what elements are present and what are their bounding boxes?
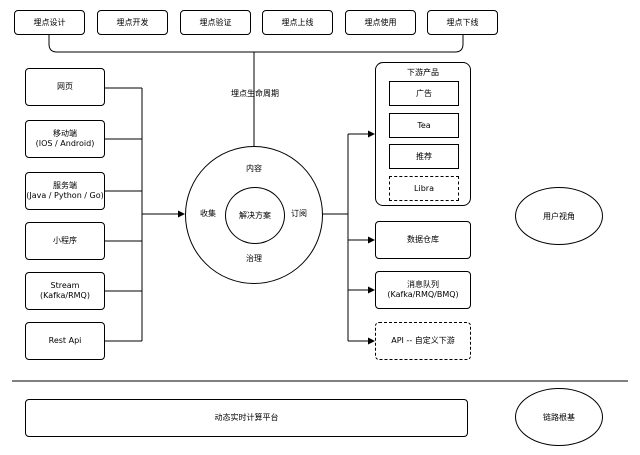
- source-server: 服务端 (Java / Python / Go): [25, 172, 105, 210]
- lifecycle-step-launch: 埋点上线: [262, 10, 333, 35]
- product-recommend: 推荐: [389, 144, 459, 169]
- lifecycle-step-verify: 埋点验证: [180, 10, 251, 35]
- lifecycle-label: 埋点生命周期: [231, 89, 279, 98]
- wheel-govern: 治理: [246, 254, 262, 263]
- product-ads: 广告: [389, 81, 459, 106]
- lifecycle-step-develop: 埋点开发: [97, 10, 168, 35]
- source-rest-api: Rest Api: [25, 322, 105, 360]
- realtime-compute-platform: 动态实时计算平台: [25, 399, 468, 437]
- product-tea: Tea: [389, 113, 459, 138]
- link-root-ellipse: 链路根基: [515, 388, 603, 446]
- wheel-collect: 收集: [200, 209, 216, 218]
- target-message-queue: 消息队列 (Kafka/RMQ/BMQ): [375, 271, 471, 309]
- wheel-subscribe: 订阅: [291, 209, 307, 218]
- source-miniprogram: 小程序: [25, 222, 105, 260]
- target-custom-api: API -- 自定义下游: [375, 322, 471, 360]
- source-stream: Stream (Kafka/RMQ): [25, 272, 105, 310]
- wheel-center: 解决方案: [225, 187, 285, 244]
- lifecycle-step-design: 埋点设计: [14, 10, 85, 35]
- lifecycle-step-offline: 埋点下线: [427, 10, 498, 35]
- product-libra: Libra: [389, 176, 459, 201]
- lifecycle-step-use: 埋点使用: [345, 10, 416, 35]
- source-web: 网页: [25, 68, 105, 106]
- wheel-content: 内容: [246, 164, 262, 173]
- user-view-ellipse: 用户视角: [515, 187, 603, 245]
- target-data-warehouse: 数据仓库: [375, 221, 471, 259]
- source-mobile: 移动端 (IOS / Android): [25, 120, 105, 158]
- downstream-products-title: 下游产品: [407, 68, 439, 77]
